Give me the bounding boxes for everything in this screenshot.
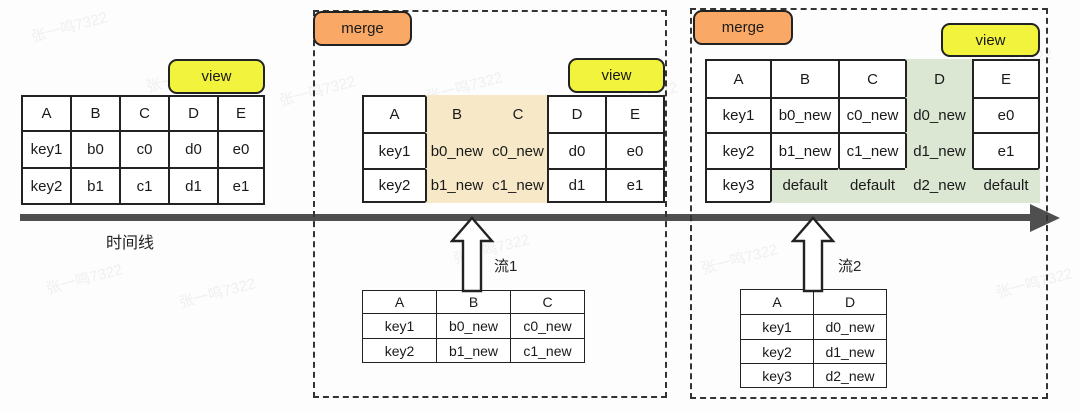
view-badge: view <box>568 58 665 93</box>
table-cell: b1_new <box>770 132 838 168</box>
stream1-up-arrow-icon <box>450 216 495 293</box>
table-cell: d2_new <box>905 168 972 203</box>
header-cell: A <box>362 95 425 132</box>
header-cell: A <box>705 59 770 97</box>
table-cell: c1_new <box>487 168 547 203</box>
table-cell: d0 <box>547 132 605 168</box>
table-cell: key3 <box>705 168 770 203</box>
header-cell: B <box>70 95 119 130</box>
table-cell: c0_new <box>838 97 905 132</box>
table-cell: e1 <box>605 168 665 203</box>
watermark: 张一鸣7322 <box>994 265 1075 302</box>
header-cell: D <box>547 95 605 132</box>
header-cell: E <box>605 95 665 132</box>
table-cell: b1 <box>70 167 119 205</box>
table-cell: key1 <box>362 132 425 168</box>
table-cell: key2 <box>705 132 770 168</box>
table-cell: default <box>838 168 905 203</box>
header-cell: B <box>425 95 487 132</box>
stream1-label: 流1 <box>494 258 518 275</box>
header-cell: D <box>168 95 217 130</box>
header-cell: C <box>487 95 547 132</box>
table-cell: c0_new <box>487 132 547 168</box>
header-cell: A <box>740 289 813 314</box>
header-cell: B <box>436 290 510 313</box>
header-cell: A <box>21 95 70 130</box>
merge-badge: merge <box>313 11 412 46</box>
table-cell: b0_new <box>770 97 838 132</box>
table-cell: d0_new <box>813 314 887 339</box>
timeline-label: 时间线 <box>106 235 155 252</box>
table-cell: c1_new <box>838 132 905 168</box>
watermark: 张一鸣7322 <box>44 261 125 298</box>
table-cell: key1 <box>740 314 813 339</box>
table-cell: e0 <box>972 97 1040 132</box>
table-cell: e0 <box>217 130 265 167</box>
table-cell: b1_new <box>425 168 487 203</box>
header-cell: A <box>362 290 436 313</box>
timeline-arrowhead-icon <box>1030 204 1060 232</box>
table-cell: d0_new <box>905 97 972 132</box>
table-cell: key1 <box>705 97 770 132</box>
table-cell: b0_new <box>425 132 487 168</box>
table-cell: b0 <box>70 130 119 167</box>
merge-badge: merge <box>693 10 793 45</box>
table-cell: key1 <box>21 130 70 167</box>
table-cell: d1 <box>547 168 605 203</box>
header-cell: E <box>972 59 1040 97</box>
table-cell: d2_new <box>813 363 887 388</box>
watermark: 张一鸣7322 <box>277 73 358 110</box>
table-cell: key2 <box>740 339 813 363</box>
table-cell: c0_new <box>510 313 585 338</box>
table-cell: b0_new <box>436 313 510 338</box>
table-cell: c1 <box>119 167 168 205</box>
table-cell: b1_new <box>436 338 510 363</box>
table-cell: key3 <box>740 363 813 388</box>
view-badge: view <box>941 23 1040 57</box>
header-cell: E <box>217 95 265 130</box>
table-cell: key2 <box>21 167 70 205</box>
header-cell: C <box>838 59 905 97</box>
header-cell: C <box>510 290 585 313</box>
table-cell: default <box>972 168 1040 203</box>
timeline <box>20 214 1032 221</box>
watermark: 张一鸣7322 <box>29 9 110 46</box>
header-cell: D <box>813 289 887 314</box>
table-cell: d1 <box>168 167 217 205</box>
table-cell: c1_new <box>510 338 585 363</box>
watermark: 张一鸣7322 <box>177 275 258 312</box>
table-cell: d1_new <box>905 132 972 168</box>
table-cell: key1 <box>362 313 436 338</box>
stream2-label: 流2 <box>838 258 862 275</box>
table-cell: d0 <box>168 130 217 167</box>
watermark: 张一鸣7322 <box>699 241 780 278</box>
header-cell: C <box>119 95 168 130</box>
header-cell: D <box>905 59 972 97</box>
table-cell: d1_new <box>813 339 887 363</box>
view-badge: view <box>168 59 265 94</box>
table-cell: e1 <box>972 132 1040 168</box>
table-cell: key2 <box>362 168 425 203</box>
table-cell: default <box>770 168 838 203</box>
header-cell: B <box>770 59 838 97</box>
table-cell: key2 <box>362 338 436 363</box>
table-cell: c0 <box>119 130 168 167</box>
table-cell: e0 <box>605 132 665 168</box>
table-cell: e1 <box>217 167 265 205</box>
stream2-up-arrow-icon <box>791 216 836 293</box>
